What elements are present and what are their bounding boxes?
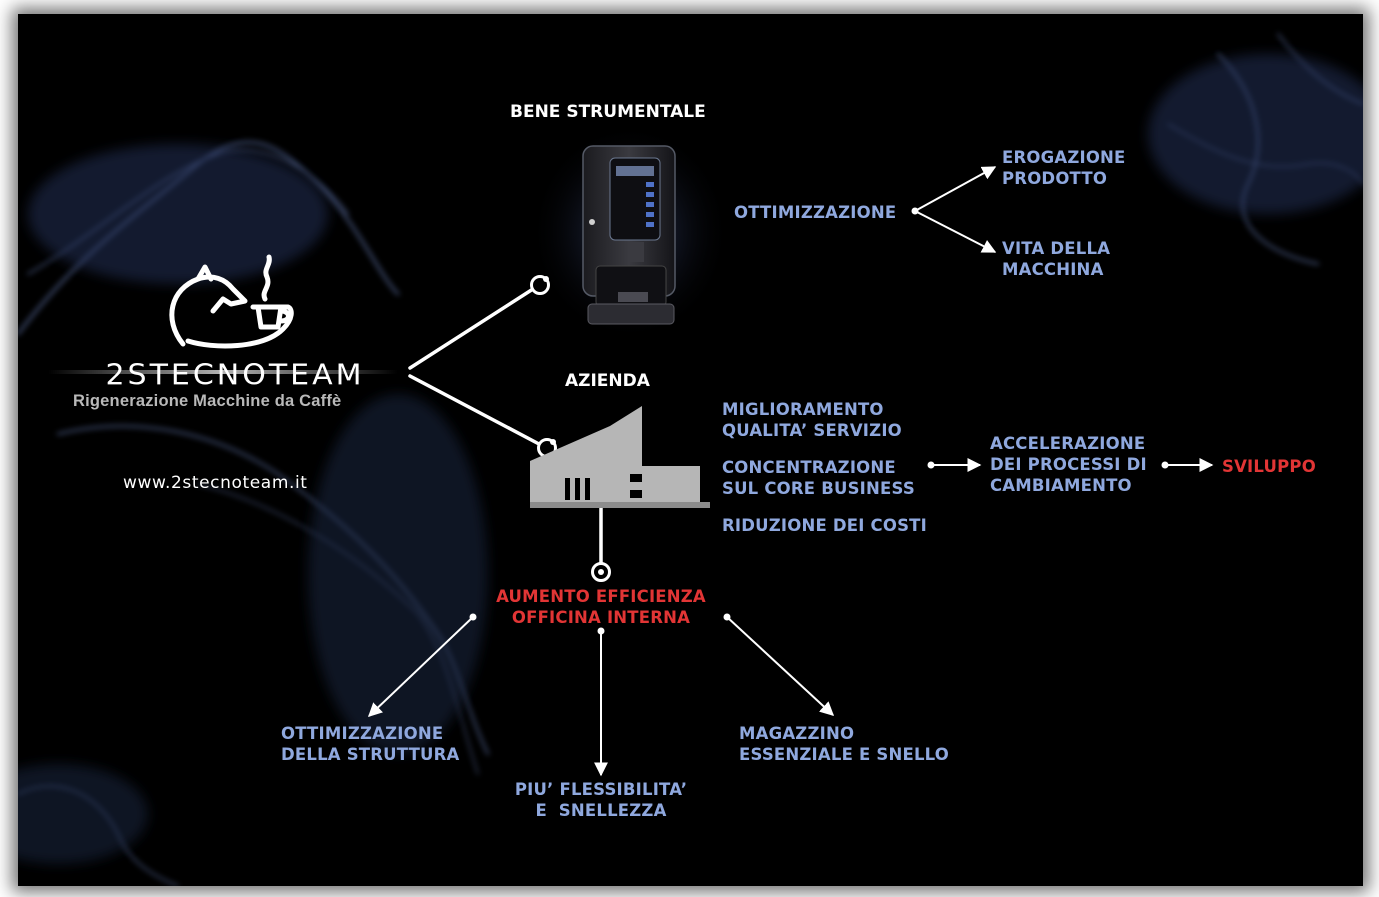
- ottimizzazione-struttura-label: OTTIMIZZAZIONE DELLA STRUTTURA: [281, 724, 460, 764]
- link-logo-bene: [408, 287, 535, 370]
- arrow-ottimizzazione-erogazione: [914, 166, 997, 212]
- link-logo-azienda: [408, 374, 541, 446]
- concentrazione-label: CONCENTRAZIONE SUL CORE BUSINESS: [722, 458, 915, 498]
- aumento-efficienza-label: AUMENTO EFFICIENZA OFFICINA INTERNA: [496, 587, 706, 627]
- smoke-background: [18, 33, 1363, 886]
- accelerazione-label: ACCELERAZIONE DEI PROCESSI DI CAMBIAMENT…: [990, 434, 1147, 495]
- arrow-efficienza-struttura: [367, 616, 474, 717]
- coffee-machine-image: [538, 132, 722, 332]
- sviluppo-label: SVILUPPO: [1222, 457, 1316, 476]
- bene-strumentale-title: BENE STRUMENTALE: [510, 102, 706, 122]
- erogazione-prodotto-label: EROGAZIONE PRODOTTO: [1002, 148, 1126, 188]
- connector-lines: [367, 166, 1214, 777]
- magazzino-label: MAGAZZINO ESSENZIALE E SNELLO: [739, 724, 950, 764]
- logo-underline: [48, 370, 398, 374]
- ottimizzazione-label: OTTIMIZZAZIONE: [734, 203, 897, 222]
- brand-tagline: Rigenerazione Macchine da Caffè: [73, 392, 342, 410]
- miglioramento-label: MIGLIORAMENTO QUALITA’ SERVIZIO: [722, 400, 902, 440]
- arrow-efficienza-magazzino: [726, 616, 835, 716]
- horse-cup-logo: [169, 254, 294, 349]
- brand-logo-text: 2STECNOTEAM: [105, 358, 365, 393]
- riduzione-costi-label: RIDUZIONE DEI COSTI: [722, 516, 927, 535]
- diagram-frame: 2STECNOTEAM Rigenerazione Macchine da Ca…: [18, 14, 1363, 886]
- building-icon: [530, 406, 710, 508]
- azienda-title: AZIENDA: [565, 371, 650, 391]
- arrow-ottimizzazione-vita: [914, 210, 997, 253]
- vita-macchina-label: VITA DELLA MACCHINA: [1002, 239, 1111, 279]
- website-link[interactable]: www.2stecnoteam.it: [123, 473, 308, 493]
- flessibilita-label: PIU’ FLESSIBILITA’ E SNELLEZZA: [514, 780, 688, 820]
